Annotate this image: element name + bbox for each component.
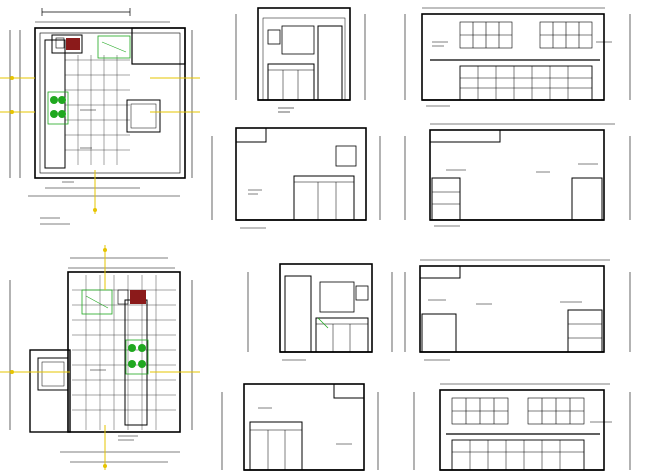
elevation-4: [404, 123, 631, 227]
elevation-7: [221, 383, 379, 471]
elevation-6: [404, 259, 631, 361]
elevation-2: [404, 7, 631, 107]
floor-plan-2: [0, 245, 200, 470]
elevation-1: [235, 7, 366, 113]
elevation-5: [247, 263, 393, 361]
floor-plan-1: [0, 8, 200, 225]
elevation-8: [413, 383, 631, 471]
elevation-3: [211, 127, 381, 229]
